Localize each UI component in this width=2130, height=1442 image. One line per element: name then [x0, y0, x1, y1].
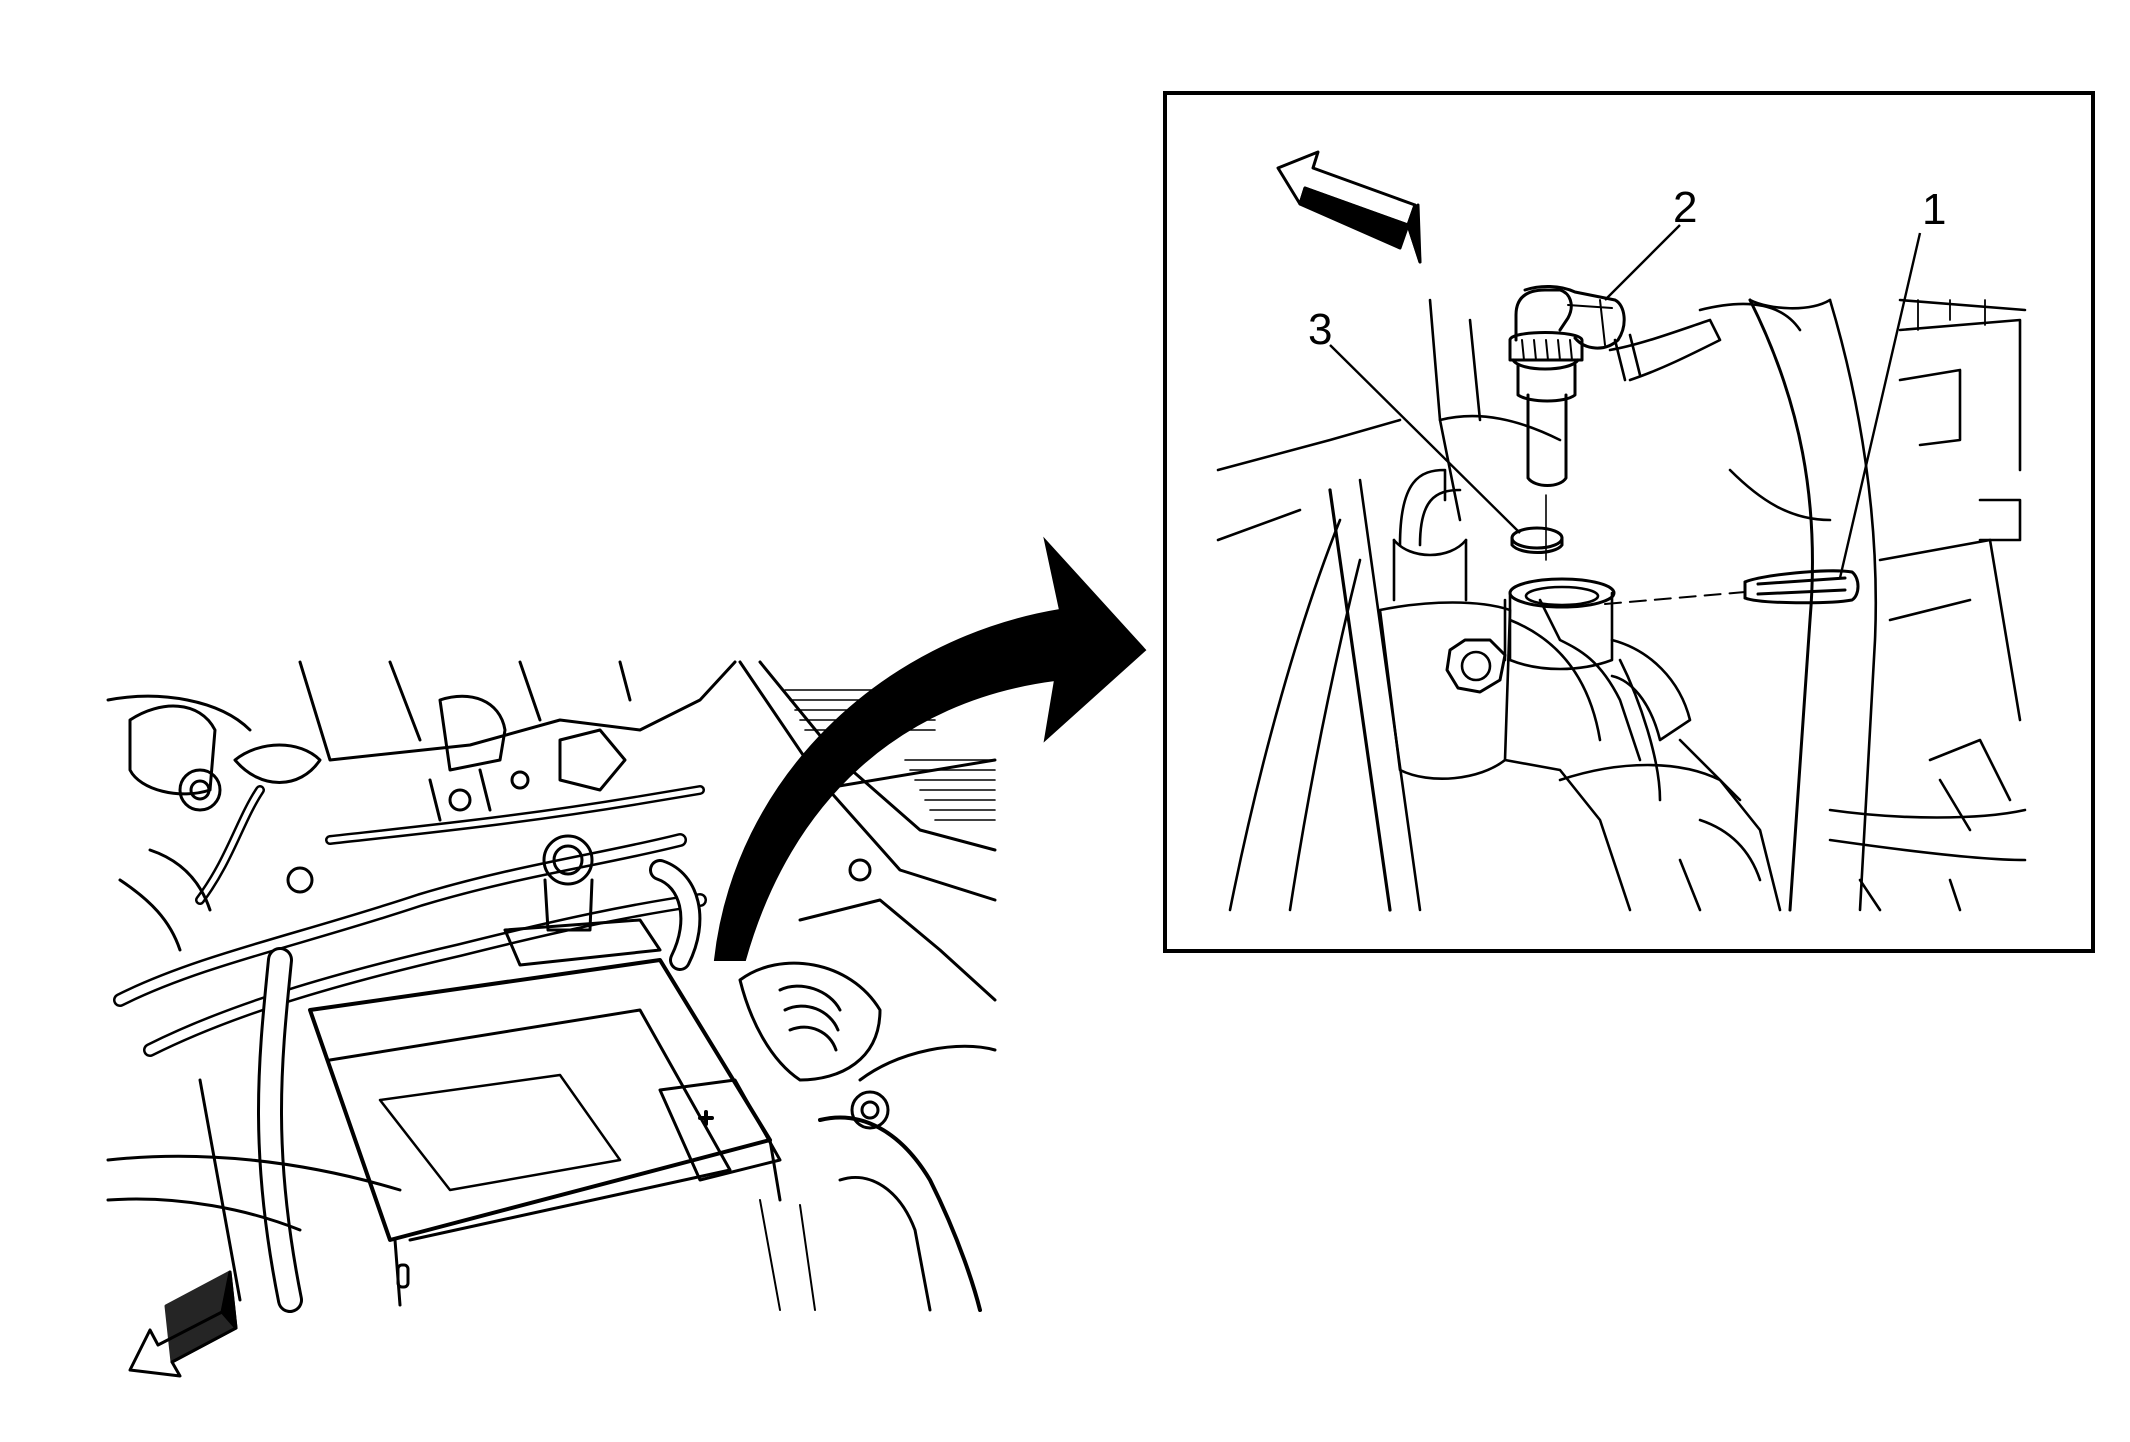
- callout-number-3: 3: [1308, 305, 1332, 354]
- callout-number-1: 1: [1922, 185, 1946, 234]
- detail-inset-drawing: [1216, 150, 2027, 912]
- leader-line-3: [1329, 344, 1521, 534]
- leader-line-1: [1838, 232, 1922, 579]
- inset-direction-arrow-icon: [1276, 150, 1422, 264]
- detail-inset-frame: [1163, 91, 2095, 953]
- zoom-curved-arrow-icon: [713, 536, 1147, 961]
- leader-lines: [1329, 224, 1922, 579]
- leader-line-2: [1604, 224, 1681, 301]
- forward-direction-arrow-icon: [128, 1270, 238, 1378]
- engine-compartment-overview: [106, 660, 997, 1313]
- callout-number-2: 2: [1673, 183, 1697, 232]
